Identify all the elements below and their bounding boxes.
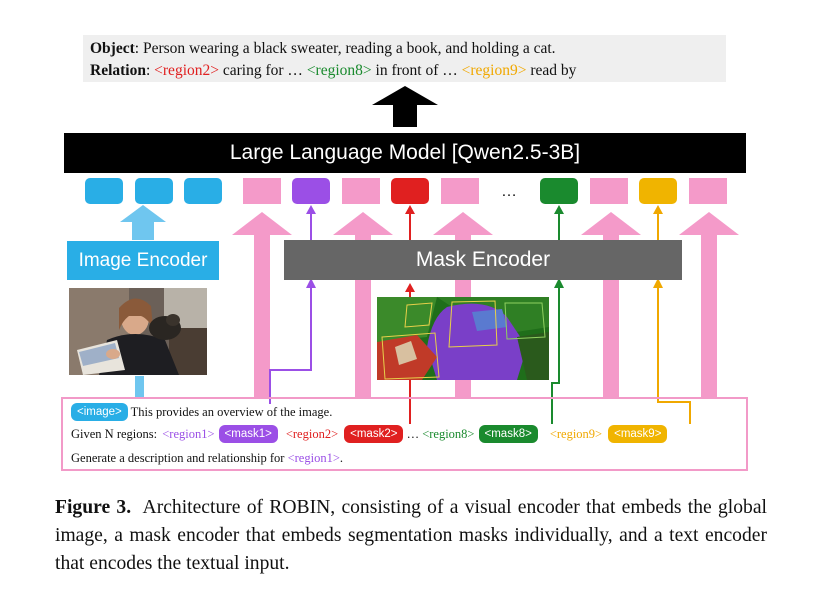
caption-text-after: , consisting of a visual encoder that em… [55,497,767,574]
output-arrow [372,86,438,127]
region8-token: <region8> [422,426,475,441]
segmentation-mask-image [377,297,549,380]
arrowhead [405,205,415,214]
arrowhead [653,278,663,288]
mask-arrowheads [306,205,663,292]
mask2-chip: <mask2> [344,425,404,443]
object-text: : Person wearing a black sweater, readin… [134,40,556,57]
arrowhead [554,205,564,214]
given-regions-text: Given N regions: [71,426,161,441]
text-arrow [679,212,739,397]
text-token [689,178,727,204]
image-input-bar [135,376,144,397]
mask-token-1 [292,178,330,204]
prompt-dots: … [403,426,423,441]
relation-caring-for: caring for … [219,62,307,79]
caption-text-before: Architecture of R [131,497,283,518]
text-arrow [581,212,641,397]
generate-text: Generate a description and relationship … [71,451,288,465]
model-output-box: Object: Person wearing a black sweater, … [83,35,726,82]
token-ellipsis: … [501,183,517,200]
relation-separator: : [145,62,155,79]
mask-token-2 [391,178,429,204]
prompt-line-1: <image> This provides an overview of the… [71,403,332,421]
region9-token: <region9> [549,426,603,441]
llm-label: Large Language Model [Qwen2.5-3B] [229,141,581,164]
mask9-chip: <mask9> [608,425,668,443]
region1-token: <region1> [162,426,215,441]
image-token [135,178,173,204]
mask8-connector [551,211,560,424]
image-encoder-block: Image Encoder [67,241,219,280]
text-token [342,178,380,204]
llm-block: Large Language Model [Qwen2.5-3B] [64,133,746,173]
arrowhead [405,283,415,292]
mask1-connector [269,211,312,404]
text-arrow [232,212,292,397]
figure-caption: Figure 3. Architecture of ROBIN, consist… [55,494,767,578]
caption-label: Figure 3. [55,497,132,518]
relation-region8: <region8> [306,62,372,79]
image-encoder-arrow [120,205,166,240]
object-label: Object [90,40,135,57]
arrowhead [554,278,564,288]
prompt-line1-text: This provides an overview of the image. [127,404,333,419]
text-token [590,178,628,204]
arrowhead [306,278,316,288]
arrowhead [653,205,663,214]
caption-model-name: OBIN [282,497,331,518]
token-row [85,178,727,204]
relation-line: Relation: <region2> caring for … <region… [90,60,726,82]
mask9-connector [657,211,691,424]
line3-region1-token: <region1> [287,451,340,465]
text-token [441,178,479,204]
input-photo [69,288,207,375]
prompt-line-3: Generate a description and relationship … [71,451,343,466]
region2-token: <region2> [285,426,339,441]
image-token [184,178,222,204]
mask1-chip: <mask1> [218,425,278,443]
relation-region2: <region2> [154,62,219,79]
mask8-chip: <mask8> [478,425,538,443]
relation-region9: <region9> [461,62,527,79]
arrowhead [306,205,316,214]
text-token [243,178,281,204]
relation-read-by: read by [526,62,577,79]
image-token [85,178,123,204]
mask-encoder-label: Mask Encoder [415,248,551,271]
line3-period: . [339,451,344,465]
image-token-chip: <image> [71,403,128,421]
object-line: Object: Person wearing a black sweater, … [90,38,726,60]
mask-encoder-block: Mask Encoder [284,240,682,280]
mask-token-8 [540,178,578,204]
relation-in-front-of: in front of … [371,62,462,79]
prompt-line-2: Given N regions: <region1> <mask1> <regi… [71,425,668,443]
text-prompt-box: <image> This provides an overview of the… [61,397,748,471]
mask-token-9 [639,178,677,204]
text-arrow [333,212,393,397]
image-encoder-label: Image Encoder [78,249,208,271]
relation-label: Relation [90,62,146,79]
